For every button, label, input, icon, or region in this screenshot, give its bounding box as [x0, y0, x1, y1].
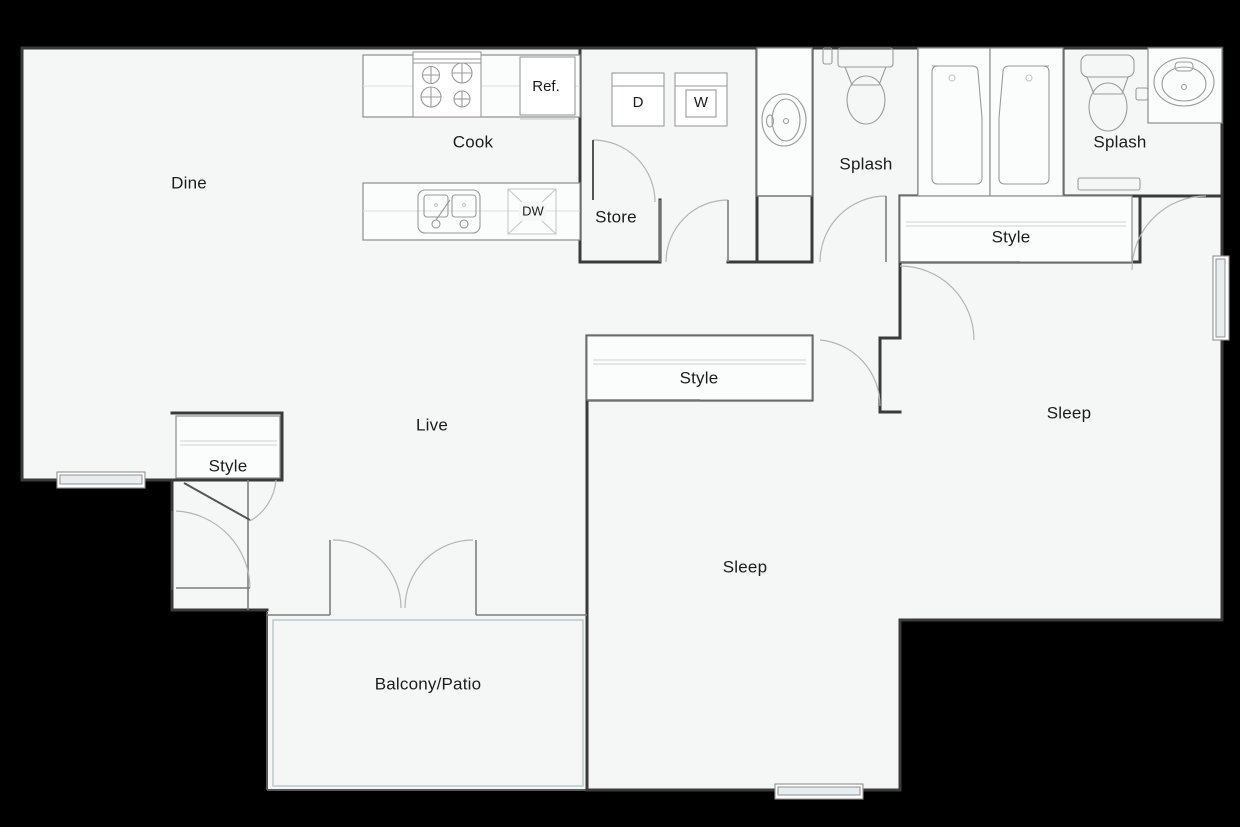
window-sleep-bottom — [774, 783, 864, 800]
room-labels: Dine Cook Store Live Sleep Sleep Balcony… — [171, 132, 1091, 693]
refrigerator — [519, 56, 576, 116]
room-label-dine: Dine — [171, 173, 207, 192]
style2-box — [586, 335, 813, 401]
dryer-label: D — [633, 94, 644, 111]
splash-left-door-swing — [819, 195, 887, 263]
vanity-sink-left — [761, 93, 807, 147]
style-closet-left: Style — [171, 415, 281, 590]
balcony-group — [272, 539, 584, 787]
stove-burners — [420, 62, 473, 108]
room-label-style-left: Style — [209, 456, 248, 475]
style-closet-right: Style — [899, 195, 1133, 263]
balcony-door-right-swing — [404, 539, 474, 609]
style-closet-center: Style — [586, 335, 813, 401]
sleep2-door-swing — [819, 339, 881, 407]
bathtub-left — [931, 65, 983, 185]
bath-step — [1077, 177, 1141, 191]
room-label-splash-right: Splash — [1093, 132, 1146, 151]
toilet-right — [1080, 54, 1149, 132]
kitchen-sink — [417, 189, 481, 234]
entry-door-swing — [175, 510, 251, 589]
room-label-store: Store — [595, 207, 637, 226]
style3-door-leaf — [183, 482, 251, 521]
vanity-counter-right — [1147, 47, 1223, 124]
dishwasher-label: DW — [522, 203, 544, 218]
splash-left: Splash — [756, 47, 894, 263]
bathtubs — [917, 47, 1064, 197]
room-label-balcony: Balcony/Patio — [375, 674, 482, 693]
room-label-sleep-center: Sleep — [723, 557, 767, 576]
splash-right: Splash — [1077, 47, 1223, 271]
style3-door-swing — [249, 479, 277, 522]
balcony-railing — [272, 619, 584, 787]
windows — [56, 255, 1230, 800]
vanity-counter-left — [756, 47, 813, 197]
store-closet — [592, 139, 729, 263]
hall-door-swing — [665, 199, 729, 263]
toilet-left — [822, 47, 894, 125]
stove-range — [412, 51, 482, 118]
refrigerator-label: Ref. — [532, 78, 560, 95]
splash-right-door-swing — [1131, 195, 1207, 271]
room-label-live: Live — [416, 415, 448, 434]
vanity-sink-right — [1153, 57, 1215, 107]
room-label-style-center: Style — [680, 368, 719, 387]
kitchen-group: Ref. DW — [362, 51, 581, 241]
store-door-swing — [592, 139, 656, 203]
dishwasher — [507, 188, 557, 235]
window-dine — [56, 471, 146, 489]
style3-box — [175, 415, 281, 479]
room-label-style-right: Style — [992, 227, 1031, 246]
room-label-sleep-right: Sleep — [1047, 403, 1091, 422]
bathtub-right — [998, 65, 1050, 185]
laundry-group: D W — [611, 72, 728, 127]
sleep1-door-swing — [899, 265, 975, 341]
balcony-door-left-swing — [332, 539, 402, 609]
hall-doors — [819, 265, 975, 407]
dryer — [611, 72, 665, 127]
window-sleep-right — [1212, 255, 1230, 341]
room-label-cook: Cook — [453, 132, 494, 151]
room-label-splash-left: Splash — [839, 154, 892, 173]
washer-label: W — [694, 94, 709, 111]
